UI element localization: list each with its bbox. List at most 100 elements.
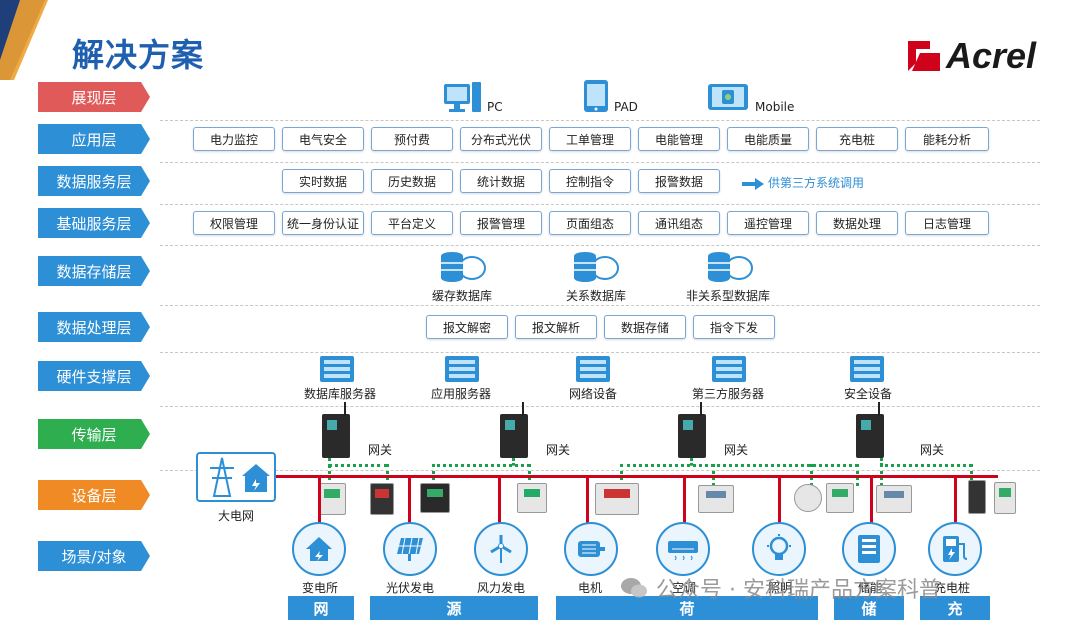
pad-icon (584, 80, 608, 116)
category-load: 荷 (556, 596, 818, 620)
basic-service-item: 日志管理 (905, 211, 989, 235)
substation-icon (292, 522, 346, 576)
gateway-label: 网关 (920, 443, 945, 457)
feeder-line (318, 478, 321, 524)
app-item: 预付费 (371, 127, 453, 151)
scene-label: 照明 (768, 581, 793, 595)
feeder-line (870, 478, 873, 524)
server-icon (445, 356, 479, 386)
basic-service-item: 报警管理 (460, 211, 542, 235)
server-icon (850, 356, 884, 386)
separator (160, 352, 1040, 353)
server-icon (576, 356, 610, 386)
solar-panel-icon (383, 522, 437, 576)
watermark-text: 公众号 · 安科瑞产品方案科普 (656, 578, 941, 603)
gateway-device (322, 402, 350, 458)
acrel-logo-icon (908, 41, 940, 71)
app-item: 分布式光伏 (460, 127, 542, 151)
hardware-label: 数据库服务器 (304, 387, 377, 401)
hardware-label: 应用服务器 (431, 387, 492, 401)
gateway-device (500, 402, 528, 458)
meter-device (994, 482, 1016, 514)
comm-line (328, 458, 331, 486)
database-cloud-icon (440, 250, 486, 286)
scene-label: 空调 (672, 581, 697, 595)
data-service-item: 报警数据 (638, 169, 720, 193)
meter-device (517, 483, 547, 513)
data-service-item: 实时数据 (282, 169, 364, 193)
data-service-item: 历史数据 (371, 169, 453, 193)
feeder-line (586, 478, 589, 524)
separator (160, 162, 1040, 163)
meter-device (318, 483, 346, 515)
basic-service-item: 遥控管理 (727, 211, 809, 235)
comm-line (690, 458, 693, 466)
gateway-device (856, 402, 884, 458)
scene-label: 充电桩 (934, 581, 971, 595)
acrel-logo: Acrel (906, 35, 1037, 76)
processing-item: 指令下发 (693, 315, 775, 339)
category-storage: 储 (834, 596, 904, 620)
logo-text: Acrel (946, 35, 1037, 76)
data-service-item: 控制指令 (549, 169, 631, 193)
layer-label-storage: 数据存储层 (38, 256, 150, 286)
category-grid: 网 (288, 596, 354, 620)
corner-decoration (0, 0, 60, 80)
layer-label-hardware: 硬件支撑层 (38, 361, 150, 391)
processing-item: 数据存储 (604, 315, 686, 339)
light-bulb-icon (752, 522, 806, 576)
app-item: 工单管理 (549, 127, 631, 151)
layer-label-transport: 传输层 (38, 419, 150, 449)
gateway-label: 网关 (724, 443, 749, 457)
layer-label-processing: 数据处理层 (38, 312, 150, 342)
grid-label: 大电网 (218, 509, 255, 523)
watermark: 公众号 · 安科瑞产品方案科普 (620, 572, 941, 604)
arrow-right-icon (742, 175, 764, 194)
category-charging: 充 (920, 596, 990, 620)
comm-line (880, 458, 883, 466)
mobile-icon (708, 82, 750, 116)
layer-label-presentation: 展现层 (38, 82, 150, 112)
server-icon (712, 356, 746, 386)
feeder-line (954, 478, 957, 524)
app-item: 电力监控 (193, 127, 275, 151)
layer-label-scene: 场景/对象 (38, 541, 150, 571)
meter-device (826, 483, 854, 513)
comm-line (620, 464, 858, 467)
basic-service-item: 通讯组态 (638, 211, 720, 235)
page-title: 解决方案 (72, 36, 205, 74)
mobile-label: Mobile (755, 100, 795, 114)
data-service-note: 供第三方系统调用 (768, 176, 865, 190)
ev-charger-icon (928, 522, 982, 576)
server-icon (320, 356, 354, 386)
feeder-line (683, 478, 686, 524)
hardware-label: 网络设备 (569, 387, 618, 401)
separator (160, 470, 1040, 471)
separator (160, 120, 1040, 121)
pad-label: PAD (614, 100, 638, 114)
app-item: 电能管理 (638, 127, 720, 151)
processing-item: 报文解析 (515, 315, 597, 339)
pylon-icon (210, 457, 270, 497)
pc-icon (444, 82, 482, 118)
app-item: 充电桩 (816, 127, 898, 151)
meter-device (698, 485, 734, 513)
scene-label: 风力发电 (477, 581, 526, 595)
meter-device (420, 483, 450, 513)
layer-label-application: 应用层 (38, 124, 150, 154)
comm-line (512, 458, 515, 466)
scene-label: 储能 (858, 581, 883, 595)
motor-icon (564, 522, 618, 576)
scene-label: 电机 (578, 581, 603, 595)
feeder-line (408, 478, 411, 524)
comm-line (880, 464, 972, 467)
database-cloud-icon (707, 250, 753, 286)
database-cloud-icon (573, 250, 619, 286)
separator (160, 204, 1040, 205)
category-source: 源 (370, 596, 538, 620)
wind-turbine-icon (474, 522, 528, 576)
hardware-label: 安全设备 (844, 387, 893, 401)
meter-device (876, 485, 912, 513)
storage-label: 非关系型数据库 (686, 289, 771, 303)
meter-device (370, 483, 394, 515)
